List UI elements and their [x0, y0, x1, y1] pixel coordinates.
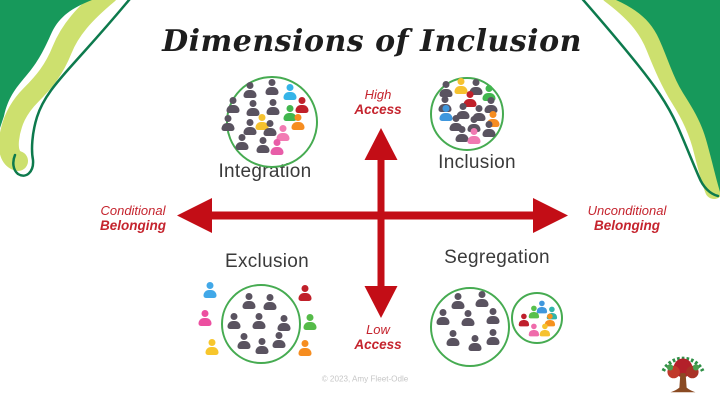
exclusion-circle — [221, 284, 301, 364]
horizontal-axis-arrow — [177, 198, 568, 233]
person-icon — [298, 340, 313, 356]
conditional-label: Conditional — [100, 203, 166, 218]
person-icon — [198, 310, 213, 326]
person-icon — [486, 308, 501, 324]
person-icon — [205, 339, 220, 355]
copyright-text: © 2023, Amy Fleet-Odle — [321, 374, 409, 384]
person-icon — [461, 310, 476, 326]
person-icon — [486, 329, 501, 345]
unconditional-label: Unconditional — [587, 203, 667, 218]
person-icon — [226, 97, 241, 113]
person-icon — [256, 137, 271, 153]
person-icon — [243, 119, 258, 135]
person-icon — [272, 332, 287, 348]
person-icon — [265, 79, 280, 95]
tree-leaf — [666, 364, 674, 371]
page-title: Dimensions of Inclusion — [162, 24, 582, 59]
person-icon — [467, 128, 482, 144]
person-icon — [243, 82, 258, 98]
high-label: High — [364, 87, 392, 102]
inclusion-label: Inclusion — [438, 152, 516, 173]
segregation-circle — [430, 287, 510, 367]
person-icon — [255, 338, 270, 354]
person-icon — [291, 114, 306, 130]
person-icon — [221, 115, 236, 131]
access-label: Access — [354, 102, 402, 117]
person-icon — [252, 313, 267, 329]
person-icon — [266, 99, 281, 115]
person-icon — [446, 330, 461, 346]
segregation-label: Segregation — [444, 247, 550, 268]
high-access-label: High Access — [354, 87, 401, 117]
belonging-label: Belonging — [594, 218, 660, 233]
person-icon — [263, 294, 278, 310]
tree-leaf — [692, 364, 700, 371]
person-icon — [303, 314, 318, 330]
person-icon — [527, 324, 539, 337]
person-icon — [270, 139, 285, 155]
integration-label: Integration — [218, 161, 312, 182]
person-icon — [468, 335, 483, 351]
tree-logo — [661, 356, 705, 393]
person-icon — [482, 121, 497, 137]
person-icon — [538, 324, 550, 337]
vertical-axis-arrow — [364, 128, 398, 318]
unconditional-belonging-label: Unconditional Belonging — [588, 203, 667, 233]
conditional-belonging-label: Conditional Belonging — [100, 203, 166, 233]
person-icon — [242, 293, 257, 309]
person-icon — [237, 333, 252, 349]
person-icon — [298, 285, 313, 301]
person-icon — [451, 293, 466, 309]
person-icon — [475, 291, 490, 307]
access-label: Access — [354, 337, 402, 352]
exclusion-label: Exclusion — [224, 251, 310, 272]
person-icon — [227, 313, 242, 329]
person-icon — [436, 309, 451, 325]
person-icon — [439, 81, 454, 97]
segregation-circle-2 — [511, 292, 563, 344]
low-label: Low — [366, 322, 390, 337]
person-icon — [203, 282, 218, 298]
person-icon — [277, 315, 292, 331]
belonging-label: Belonging — [100, 218, 166, 233]
person-icon — [235, 134, 250, 150]
low-access-label: Low Access — [354, 322, 401, 352]
tree-trunk — [670, 373, 696, 393]
